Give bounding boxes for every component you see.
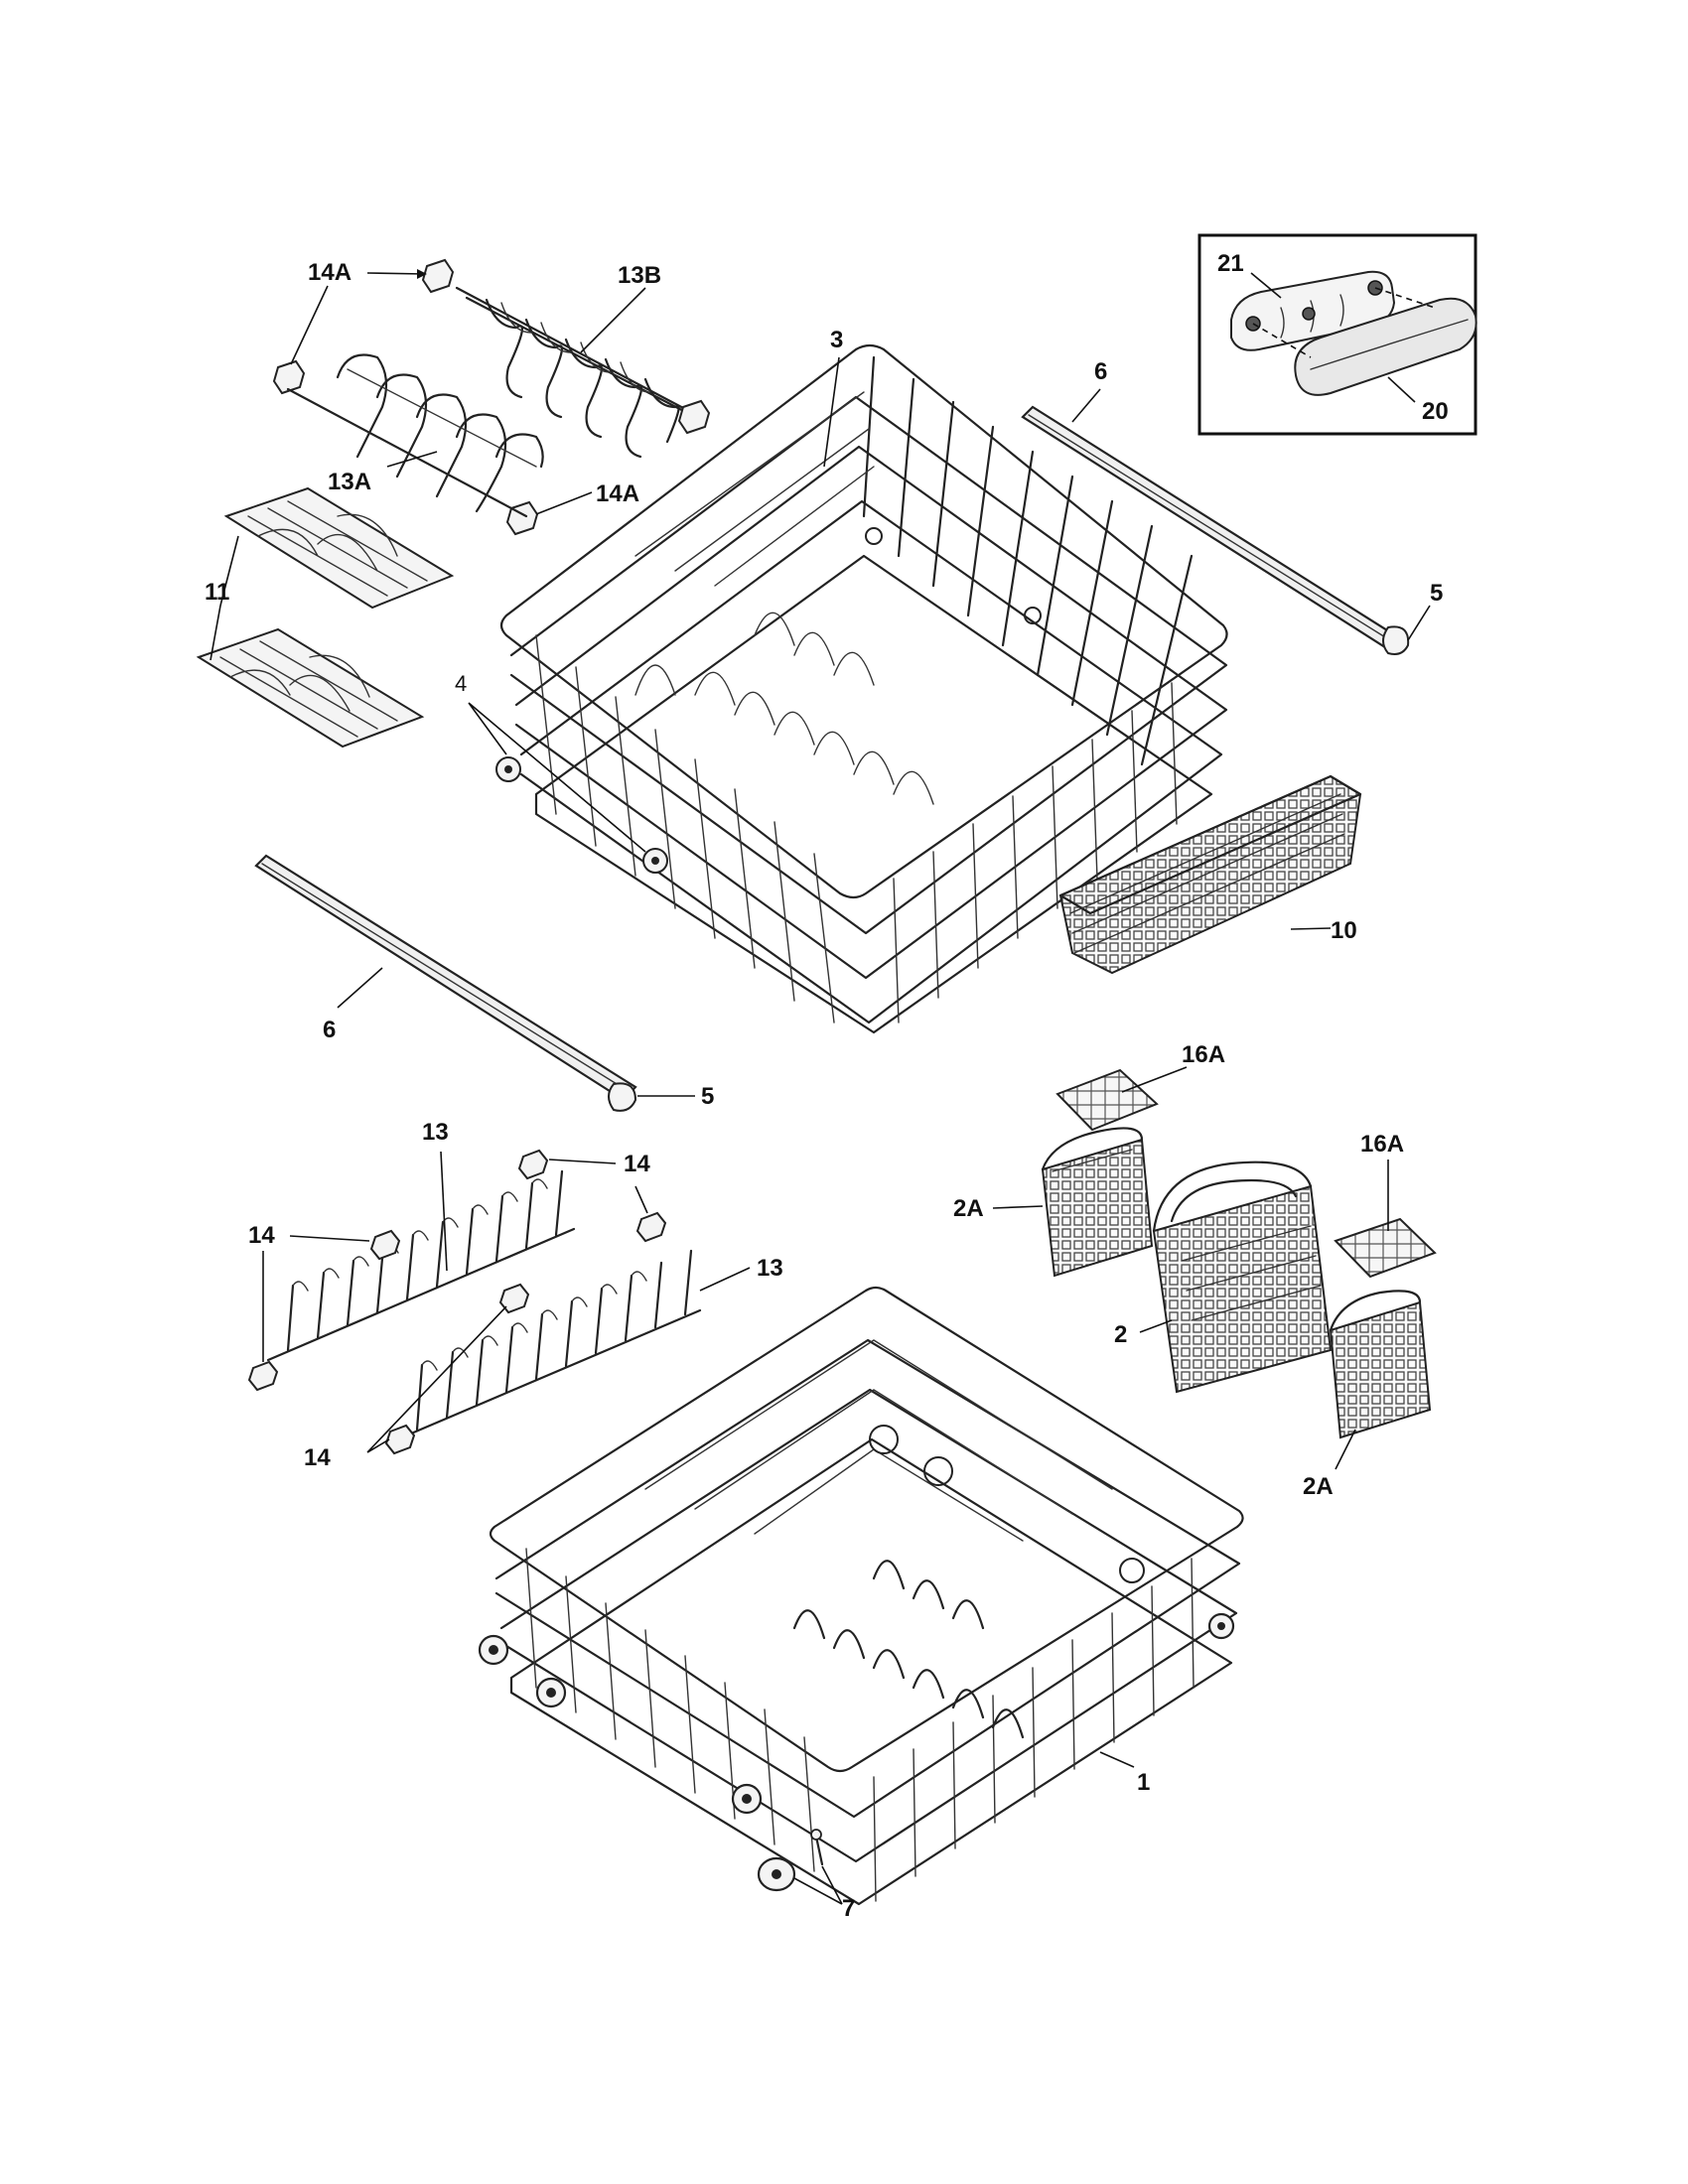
part-1-lower-rack (478, 1286, 1244, 1906)
part-16A-right-grid (1334, 1217, 1437, 1279)
callout-13-top: 13 (422, 1119, 449, 1146)
part-5-end-cap-top (1382, 625, 1410, 655)
part-20-handle (1294, 297, 1477, 396)
callout-11: 11 (205, 579, 229, 606)
callout-2: 2 (1114, 1321, 1127, 1348)
callout-2A-top: 2A (953, 1195, 984, 1222)
part-3-upper-rack (499, 343, 1228, 1034)
callout-6-bottom: 6 (323, 1017, 336, 1043)
part-14A-clips (272, 258, 711, 536)
part-6-rail-top (1021, 405, 1397, 649)
callout-14A-mid: 14A (596, 480, 639, 507)
part-10-basket (1058, 774, 1362, 975)
part-2-basket (1152, 1160, 1333, 1394)
part-11-inserts (196, 486, 455, 749)
lower-rack-wheels (478, 1612, 1235, 1815)
part-13-tine-row-left (266, 1169, 576, 1362)
callout-14-bottom: 14 (304, 1444, 331, 1471)
callout-13A: 13A (328, 469, 371, 495)
callout-7: 7 (842, 1895, 855, 1922)
callout-13-right: 13 (757, 1255, 783, 1282)
part-7-wheel-axle (757, 1829, 824, 1892)
part-2A-top-basket (1041, 1127, 1154, 1278)
callout-10: 10 (1331, 917, 1357, 944)
part-21-cover-plate (1230, 270, 1396, 351)
callout-16A-top: 16A (1182, 1041, 1225, 1068)
callout-4: 4 (455, 671, 467, 696)
part-13B-tine-rack (455, 286, 697, 459)
callout-14-topright: 14 (624, 1151, 650, 1177)
callout-21: 21 (1217, 250, 1244, 277)
callout-13B: 13B (618, 262, 661, 289)
part-13-tine-row-right (395, 1249, 702, 1441)
part-14-clips (247, 1149, 667, 1455)
callout-14A-top: 14A (308, 259, 352, 286)
callout-6-top: 6 (1094, 358, 1107, 385)
part-2A-bottom-basket (1329, 1290, 1432, 1439)
part-13A-tine-rack (286, 353, 544, 518)
callout-5-bottom: 5 (701, 1083, 714, 1110)
inset-box: 21 20 (1197, 233, 1477, 436)
callout-16A-right: 16A (1360, 1131, 1404, 1158)
part-6-rail-bottom (254, 854, 637, 1102)
callout-1: 1 (1137, 1769, 1150, 1796)
part-16A-top-grid (1055, 1068, 1159, 1132)
callout-2A-bottom: 2A (1303, 1473, 1334, 1500)
callout-5-top: 5 (1430, 580, 1443, 607)
callout-14-left: 14 (248, 1222, 275, 1249)
callout-20: 20 (1422, 398, 1449, 425)
part-5-end-cap-bottom (608, 1082, 637, 1112)
part-4-wheels (495, 756, 668, 874)
callout-3: 3 (830, 327, 843, 353)
